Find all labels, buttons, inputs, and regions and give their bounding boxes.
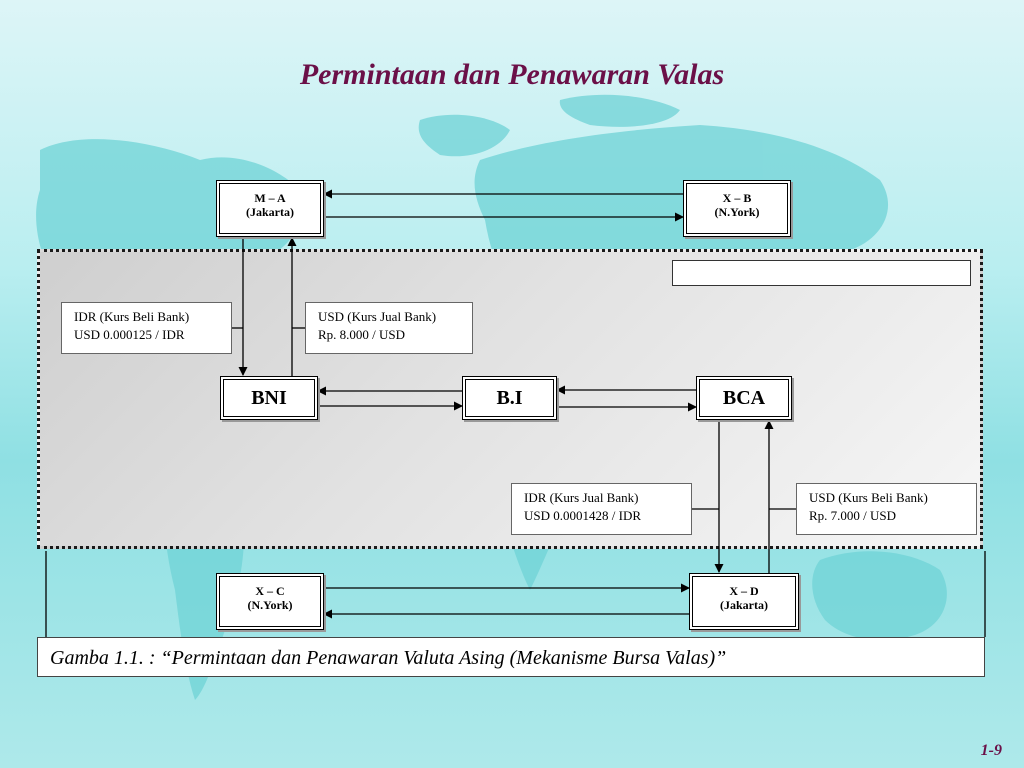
node-bni: BNI: [220, 376, 318, 420]
node-xb-line1: X – B: [722, 191, 752, 205]
node-bi: B.I: [462, 376, 557, 420]
node-xb-nyork: X – B (N.York): [683, 180, 791, 237]
node-xd-jakarta: X – D (Jakarta): [689, 573, 799, 630]
node-ma-jakarta: M – A (Jakarta): [216, 180, 324, 237]
node-xd-line2: (Jakarta): [720, 598, 768, 612]
node-xc-line2: (N.York): [247, 598, 293, 612]
node-xb-line2: (N.York): [714, 205, 760, 219]
node-xc-line1: X – C: [255, 584, 285, 598]
rate-idr-beli-line1: IDR (Kurs Beli Bank): [74, 309, 190, 324]
figure-caption: Gamba 1.1. : “Permintaan dan Penawaran V…: [37, 637, 985, 677]
panel-label-box: [672, 260, 971, 286]
node-ma-line1: M – A: [254, 191, 286, 205]
rate-idr-kurs-beli: IDR (Kurs Beli Bank) USD 0.000125 / IDR: [61, 302, 232, 354]
page-number: 1-9: [980, 742, 1002, 759]
rate-usd-beli-line1: USD (Kurs Beli Bank): [809, 490, 928, 505]
node-xd-line1: X – D: [729, 584, 759, 598]
rate-idr-jual-line2: USD 0.0001428 / IDR: [524, 508, 642, 523]
rate-usd-jual-line1: USD (Kurs Jual Bank): [318, 309, 437, 324]
rate-usd-kurs-jual: USD (Kurs Jual Bank) Rp. 8.000 / USD: [305, 302, 473, 354]
rate-usd-beli-line2: Rp. 7.000 / USD: [809, 508, 897, 523]
node-bca: BCA: [696, 376, 792, 420]
rate-usd-kurs-beli: USD (Kurs Beli Bank) Rp. 7.000 / USD: [796, 483, 977, 535]
rate-idr-kurs-jual: IDR (Kurs Jual Bank) USD 0.0001428 / IDR: [511, 483, 692, 535]
node-ma-line2: (Jakarta): [246, 205, 294, 219]
rate-idr-beli-line2: USD 0.000125 / IDR: [74, 327, 185, 342]
rate-idr-jual-line1: IDR (Kurs Jual Bank): [524, 490, 639, 505]
node-xc-nyork: X – C (N.York): [216, 573, 324, 630]
rate-usd-jual-line2: Rp. 8.000 / USD: [318, 327, 406, 342]
page-title: Permintaan dan Penawaran Valas: [299, 58, 725, 91]
